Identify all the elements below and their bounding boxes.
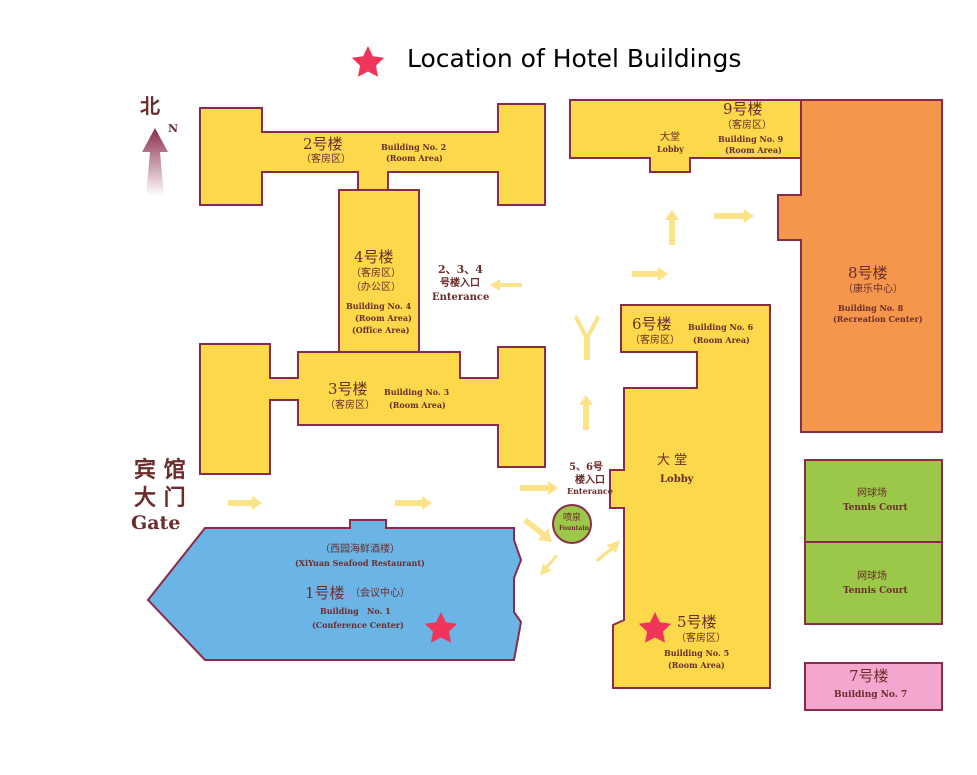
building-7-cn: 7号楼 xyxy=(849,667,889,685)
tennis-court-2-shape xyxy=(804,541,943,625)
entrance-234-line2: 号楼入口 xyxy=(440,278,480,289)
building-2-shape xyxy=(199,103,546,206)
building-4-en1: Building No. 4 xyxy=(346,301,412,311)
legend-star-icon xyxy=(351,46,385,77)
building-4-cn: 4号楼 xyxy=(354,248,394,266)
building-9-sub: （客房区） xyxy=(722,120,772,131)
building-5-en1: Building No. 5 xyxy=(664,648,730,658)
tennis-court-1-cn: 网球场 xyxy=(857,488,887,499)
building-3-en1: Building No. 3 xyxy=(384,387,450,397)
building-9-en1: Building No. 9 xyxy=(718,134,784,144)
building-8-cn: 8号楼 xyxy=(848,264,888,282)
building-3-en2: (Room Area) xyxy=(389,400,446,410)
building-1-sub: （会议中心） xyxy=(350,588,410,599)
building-3-sub: （客房区） xyxy=(325,400,375,411)
building-8-sub: （康乐中心） xyxy=(843,284,903,295)
building-6-cn: 6号楼 xyxy=(632,315,672,333)
legend-text: Location of Hotel Buildings xyxy=(407,44,742,73)
gate-cn-2: 大 门 xyxy=(134,485,186,511)
building-4-sub1: （客房区） xyxy=(351,268,401,279)
building-6-lobby-cn: 大 堂 xyxy=(657,453,688,468)
fountain-shape xyxy=(552,504,592,544)
north-arrow-icon xyxy=(142,128,168,196)
building-6-en2: (Room Area) xyxy=(693,335,750,345)
building-8-shape xyxy=(777,99,943,433)
building-4-en2: (Room Area) xyxy=(355,313,412,323)
fountain-cn: 喷泉 xyxy=(563,513,582,523)
path-arrows xyxy=(228,209,754,575)
building-1-restaurant-en: (XiYuan Seafood Restaurant) xyxy=(295,558,425,568)
building-5-sub: （客房区） xyxy=(676,633,726,644)
building-2-en2: (Room Area) xyxy=(386,153,443,163)
tennis-court-1-shape xyxy=(804,459,943,543)
building-3-shape xyxy=(199,343,546,475)
building-6-en1: Building No. 6 xyxy=(688,322,754,332)
entrance-56-line3: Enterance xyxy=(567,486,613,496)
building-1-cn: 1号楼 xyxy=(305,584,345,602)
building-9-lobby-en: Lobby xyxy=(657,144,684,154)
building-2-sub: （客房区） xyxy=(301,154,351,165)
building-1-star-icon xyxy=(424,612,458,643)
gate-en: Gate xyxy=(131,512,181,534)
building-9-en2: (Room Area) xyxy=(725,145,782,155)
tennis-court-2-en: Tennis Court xyxy=(843,586,908,596)
entrance-234-line1: 2、3、4 xyxy=(438,263,483,276)
building-7-en: Building No. 7 xyxy=(834,690,908,700)
tennis-court-2-cn: 网球场 xyxy=(857,571,887,582)
entrance-234-line3: Enterance xyxy=(432,292,490,303)
fountain-en: Fountain xyxy=(559,525,589,532)
compass-north-en: N xyxy=(168,122,179,135)
building-4-sub2: （办公区） xyxy=(351,282,401,293)
entrance-56-line2: 楼入口 xyxy=(575,475,605,486)
building-1-en2: (Conference Center) xyxy=(312,620,404,630)
building-2-en1: Building No. 2 xyxy=(381,142,447,152)
building-5-en2: (Room Area) xyxy=(668,660,725,670)
building-1-en1: Building No. 1 xyxy=(320,606,391,616)
building-8-en2: (Recreation Center) xyxy=(833,314,923,324)
building-6-lobby-en: Lobby xyxy=(660,474,694,485)
building-4-en3: (Office Area) xyxy=(352,325,410,335)
building-8-en1: Building No. 8 xyxy=(838,303,904,313)
building-5-cn: 5号楼 xyxy=(677,613,717,631)
gate-cn-1: 宾 馆 xyxy=(134,457,186,483)
building-9-cn: 9号楼 xyxy=(723,100,763,118)
tennis-court-1-en: Tennis Court xyxy=(843,503,908,513)
compass-north-cn: 北 xyxy=(140,94,160,118)
building-5-star-icon xyxy=(638,612,672,643)
building-6-sub: （客房区） xyxy=(630,335,680,346)
building-1-restaurant-cn: （西园海鲜酒楼） xyxy=(320,544,400,555)
building-3-cn: 3号楼 xyxy=(328,380,368,398)
entrance-56-line1: 5、6号 xyxy=(569,462,603,473)
building-2-cn: 2号楼 xyxy=(303,135,343,153)
building-7-shape xyxy=(804,662,943,711)
building-9-lobby-cn: 大堂 xyxy=(660,132,680,143)
building-6-5-shape xyxy=(609,304,771,689)
